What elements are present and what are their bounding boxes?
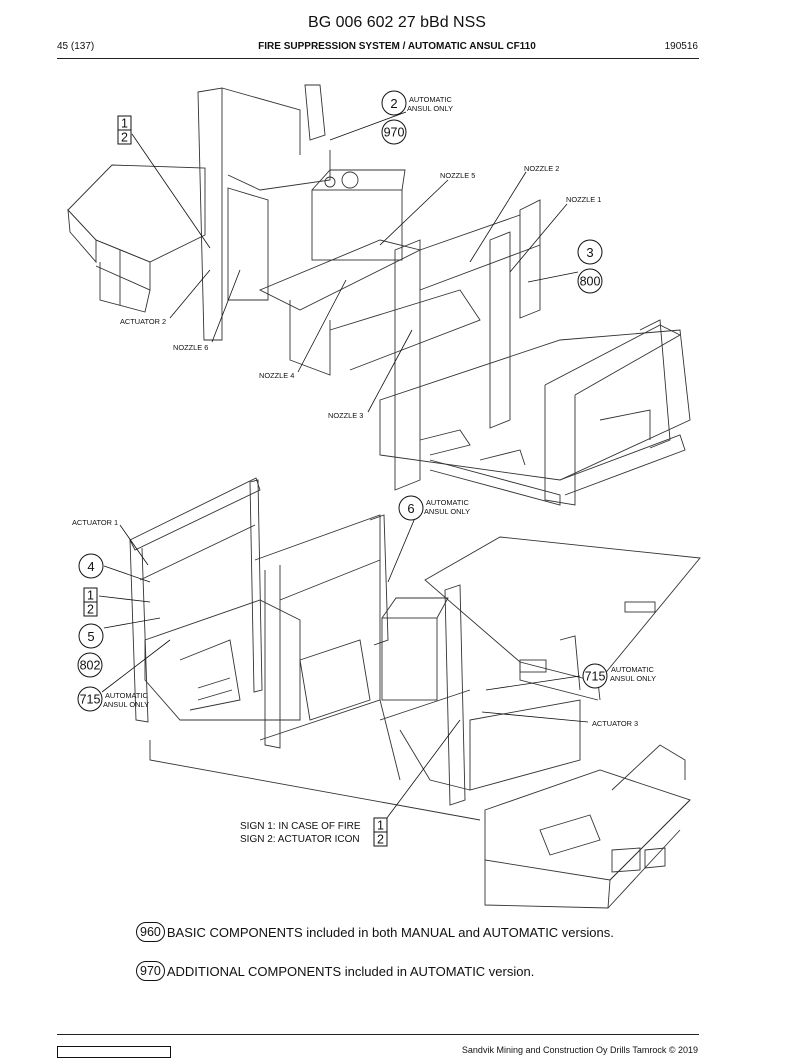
callout-802-circle [77, 652, 103, 678]
bottom-box-1-number: 1 [87, 589, 94, 603]
callout-715-right: 715 [585, 670, 606, 684]
callout-715-left-circle [77, 686, 103, 712]
label-nozzle-2: NOZZLE 2 [524, 164, 559, 173]
legend-text: BASIC COMPONENTS included in both MANUAL… [166, 924, 614, 940]
box-1-number: 1 [121, 117, 128, 131]
callout-3: 3 [586, 245, 593, 260]
callout-970-circle [381, 119, 407, 145]
bottom-machine-drawing [129, 477, 701, 909]
callout-6: 6 [407, 501, 414, 516]
legend-text: ADDITIONAL COMPONENTS included in AUTOMA… [166, 963, 535, 979]
callout-715-left-label-line1: AUTOMATIC [105, 691, 149, 700]
callout-4: 4 [87, 559, 94, 574]
page-number: 45 (137) [57, 41, 95, 52]
label-nozzle-6: NOZZLE 6 [173, 343, 208, 352]
callout-800-circle [577, 268, 603, 294]
callout-715-right-label-line1: AUTOMATIC [611, 665, 655, 674]
section-title: FIRE SUPPRESSION SYSTEM / AUTOMATIC ANSU… [258, 41, 536, 52]
box-2-number: 2 [121, 131, 128, 145]
callout-5: 5 [87, 629, 94, 644]
callout-800: 800 [580, 275, 601, 289]
legend-item-additional: 970 ADDITIONAL COMPONENTS included in AU… [136, 961, 534, 981]
callout-4-circle [78, 553, 104, 579]
document-title: BG 006 602 27 bBd NSS [308, 14, 486, 31]
header-rule [57, 58, 699, 59]
sign-2-box [373, 831, 388, 847]
box-2 [117, 129, 132, 145]
callout-2-circle [381, 90, 407, 116]
callout-6-circle [398, 495, 424, 521]
callout-2-label-line2: ANSUL ONLY [407, 104, 453, 113]
bottom-view-callouts: 6 AUTOMATIC ANSUL ONLY ACTUATOR 1 4 1 2 … [72, 495, 656, 847]
legend-code: 970 [136, 961, 165, 981]
sign-1-label: SIGN 1: IN CASE OF FIRE [240, 821, 361, 832]
callout-6-label-line2: ANSUL ONLY [424, 507, 470, 516]
callout-5-circle [78, 623, 104, 649]
bottom-box-2 [83, 601, 98, 617]
callout-715-left: 715 [80, 693, 101, 707]
label-nozzle-1: NOZZLE 1 [566, 195, 601, 204]
sign-2-box-number: 2 [377, 833, 384, 847]
callout-6-label-line1: AUTOMATIC [426, 498, 470, 507]
label-actuator-1: ACTUATOR 1 [72, 518, 118, 527]
footer-rule [57, 1034, 699, 1035]
callout-715-right-circle [582, 663, 608, 689]
top-view-callouts: 2 AUTOMATIC ANSUL ONLY 970 1 2 NOZZLE 5 … [117, 90, 603, 420]
label-nozzle-4: NOZZLE 4 [259, 371, 294, 380]
sandvik-logo [57, 1046, 171, 1058]
sign-2-label: SIGN 2: ACTUATOR ICON [240, 834, 360, 845]
document-date: 190516 [664, 41, 698, 52]
callout-2-label-line1: AUTOMATIC [409, 95, 453, 104]
callout-715-left-label-line2: ANSUL ONLY [103, 700, 149, 709]
label-actuator-2: ACTUATOR 2 [120, 317, 166, 326]
callout-970: 970 [384, 126, 405, 140]
label-nozzle-5: NOZZLE 5 [440, 171, 475, 180]
callout-3-circle [577, 239, 603, 265]
label-actuator-3: ACTUATOR 3 [592, 719, 638, 728]
sign-1-box-number: 1 [377, 819, 384, 833]
callout-802: 802 [80, 659, 101, 673]
legend-code: 960 [136, 922, 165, 942]
label-nozzle-3: NOZZLE 3 [328, 411, 363, 420]
callout-715-right-label-line2: ANSUL ONLY [610, 674, 656, 683]
callout-2: 2 [390, 96, 397, 111]
top-machine-drawing [67, 84, 691, 506]
bottom-box-2-number: 2 [87, 603, 94, 617]
copyright: Sandvik Mining and Construction Oy Drill… [461, 1045, 698, 1055]
legend-item-basic: 960 BASIC COMPONENTS included in both MA… [136, 922, 614, 942]
leader-lines [98, 111, 589, 831]
